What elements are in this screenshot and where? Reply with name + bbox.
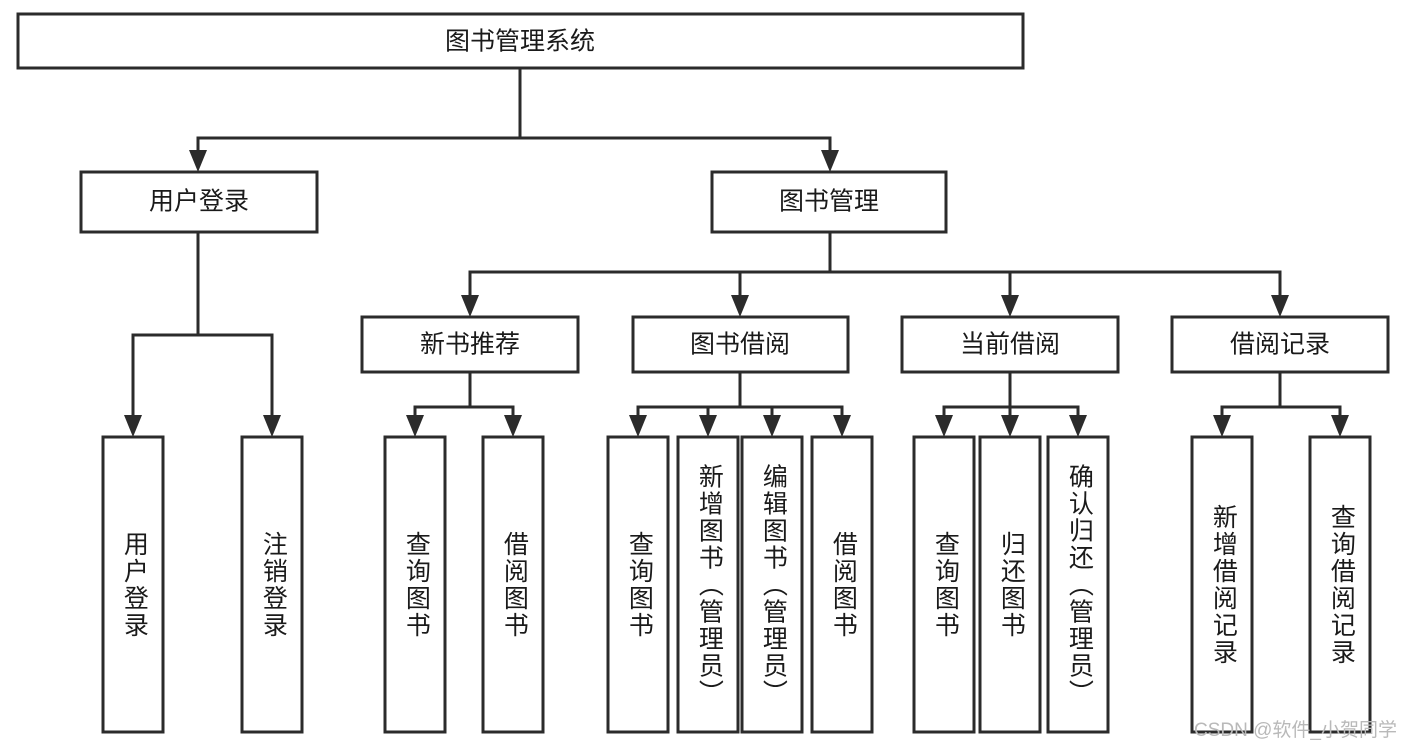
connector-group-root: [189, 66, 839, 172]
leaf-node-br-add-record-label: 新增借阅记录: [1209, 504, 1238, 666]
connector-group-current-borrow: [935, 370, 1087, 437]
node-book-borrow-box[interactable]: [631, 315, 850, 374]
leaf-node-bb-query-book-label: 查询图书: [625, 531, 654, 639]
leaf-node-logout-label: 注销登录: [259, 531, 288, 639]
leaf-node-cb-confirm-return-box[interactable]: [1046, 435, 1110, 734]
leaf-node-nbr-borrow-book-label: 借阅图书: [500, 531, 529, 639]
node-borrow-records-label: 借阅记录: [1230, 331, 1330, 359]
arrow-head-leaf-logout: [263, 415, 281, 437]
node-current-borrow-label: 当前借阅: [960, 331, 1060, 359]
arrow-head-nbr-leaf-2: [504, 415, 522, 437]
arrow-head-book-borrow: [731, 295, 749, 317]
node-borrow-records-box[interactable]: [1170, 315, 1390, 374]
leaf-node-bb-borrow-book-box[interactable]: [810, 435, 874, 734]
arrow-head-new-book-recommend: [461, 295, 479, 317]
connector-group-book-mgmt: [461, 230, 1289, 317]
leaf-node-cb-confirm-return[interactable]: 确认归还（管理员）: [1046, 435, 1110, 734]
node-root[interactable]: 图书管理系统: [16, 12, 1025, 70]
leaf-node-cb-return-book-box[interactable]: [978, 435, 1042, 734]
node-current-borrow[interactable]: 当前借阅: [900, 315, 1120, 374]
leaf-node-nbr-query-book[interactable]: 查询图书: [383, 435, 447, 734]
leaf-node-nbr-borrow-book[interactable]: 借阅图书: [481, 435, 545, 734]
leaf-node-bb-query-book-box[interactable]: [606, 435, 670, 734]
leaf-node-user-login-box[interactable]: [101, 435, 165, 734]
leaf-node-bb-edit-book-label: 编辑图书（管理员）: [759, 464, 788, 707]
node-book-management-box[interactable]: [710, 170, 948, 234]
arrow-head-book-mgmt: [821, 150, 839, 172]
leaf-node-nbr-query-book-box[interactable]: [383, 435, 447, 734]
leaf-node-br-add-record[interactable]: 新增借阅记录: [1190, 435, 1254, 734]
leaf-node-br-query-record-box[interactable]: [1308, 435, 1372, 734]
connector-group-borrow-records: [1213, 370, 1349, 437]
arrow-head-cb-leaf-1: [935, 415, 953, 437]
leaf-node-bb-add-book-label: 新增图书（管理员）: [695, 464, 724, 707]
arrow-head-bb-leaf-3: [763, 415, 781, 437]
arrow-head-user-login: [189, 150, 207, 172]
leaf-node-cb-query-book-box[interactable]: [912, 435, 976, 734]
leaf-node-br-query-record[interactable]: 查询借阅记录: [1308, 435, 1372, 734]
node-root-label: 图书管理系统: [445, 28, 595, 56]
leaf-node-bb-edit-book-box[interactable]: [740, 435, 804, 734]
node-new-book-recommend[interactable]: 新书推荐: [360, 315, 580, 374]
leaf-node-logout[interactable]: 注销登录: [240, 435, 304, 734]
node-book-borrow[interactable]: 图书借阅: [631, 315, 850, 374]
arrow-head-bb-leaf-2: [699, 415, 717, 437]
leaf-node-cb-query-book[interactable]: 查询图书: [912, 435, 976, 734]
leaf-node-bb-query-book[interactable]: 查询图书: [606, 435, 670, 734]
arrow-head-cb-leaf-3: [1069, 415, 1087, 437]
arrow-head-cb-leaf-2: [1001, 415, 1019, 437]
leaf-node-cb-confirm-return-label: 确认归还（管理员）: [1065, 464, 1094, 707]
arrow-head-br-leaf-2: [1331, 415, 1349, 437]
connector-group-user-login: [124, 230, 281, 437]
leaf-node-bb-borrow-book-label: 借阅图书: [829, 531, 858, 639]
node-user-login-label: 用户登录: [149, 188, 249, 216]
arrow-head-borrow-records: [1271, 295, 1289, 317]
node-book-management-label: 图书管理: [779, 188, 879, 216]
leaf-node-br-query-record-label: 查询借阅记录: [1327, 504, 1356, 666]
node-current-borrow-box[interactable]: [900, 315, 1120, 374]
arrow-head-bb-leaf-4: [833, 415, 851, 437]
leaf-node-cb-return-book[interactable]: 归还图书: [978, 435, 1042, 734]
node-borrow-records[interactable]: 借阅记录: [1170, 315, 1390, 374]
node-book-borrow-label: 图书借阅: [690, 331, 790, 359]
node-new-book-recommend-box[interactable]: [360, 315, 580, 374]
node-user-login-box[interactable]: [79, 170, 319, 234]
leaf-node-nbr-query-book-label: 查询图书: [402, 531, 431, 639]
leaf-node-logout-box[interactable]: [240, 435, 304, 734]
connector-group-book-borrow: [629, 370, 851, 437]
node-root-box[interactable]: [16, 12, 1025, 70]
node-book-management[interactable]: 图书管理: [710, 170, 948, 234]
arrow-head-bb-leaf-1: [629, 415, 647, 437]
leaf-node-bb-borrow-book[interactable]: 借阅图书: [810, 435, 874, 734]
leaf-node-user-login[interactable]: 用户登录: [101, 435, 165, 734]
arrow-head-leaf-user-login: [124, 415, 142, 437]
leaf-node-bb-add-book[interactable]: 新增图书（管理员）: [676, 435, 740, 734]
leaf-node-cb-return-book-label: 归还图书: [997, 531, 1026, 639]
leaf-node-nbr-borrow-book-box[interactable]: [481, 435, 545, 734]
leaf-node-user-login-label: 用户登录: [120, 531, 149, 639]
leaf-node-bb-add-book-box[interactable]: [676, 435, 740, 734]
leaf-node-bb-edit-book[interactable]: 编辑图书（管理员）: [740, 435, 804, 734]
connector-group-new-book-recommend: [406, 370, 522, 437]
leaf-node-br-add-record-box[interactable]: [1190, 435, 1254, 734]
arrow-head-br-leaf-1: [1213, 415, 1231, 437]
leaf-node-cb-query-book-label: 查询图书: [931, 531, 960, 639]
node-new-book-recommend-label: 新书推荐: [420, 331, 520, 359]
arrow-head-nbr-leaf-1: [406, 415, 424, 437]
node-user-login[interactable]: 用户登录: [79, 170, 319, 234]
arrow-head-current-borrow: [1001, 295, 1019, 317]
